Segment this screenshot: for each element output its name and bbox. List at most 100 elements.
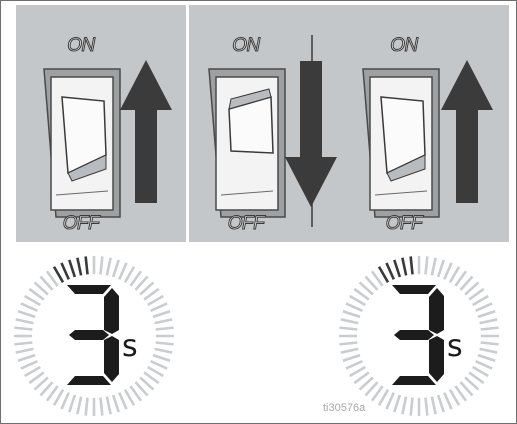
timer-tick: [125, 267, 134, 283]
timer-tick: [119, 263, 126, 279]
timer-tick: [476, 303, 492, 310]
image-code: ti30576a: [323, 402, 365, 414]
timer-tick: [339, 342, 357, 344]
timer-tick: [411, 398, 413, 416]
switch-panel-3: ON OFF: [345, 5, 509, 242]
timer-tick: [450, 267, 459, 283]
rocker-switch-2: [189, 5, 359, 242]
timer-tick: [151, 361, 167, 368]
timer-tick: [478, 311, 495, 317]
timer-unit: s: [122, 329, 138, 364]
timer-tick: [480, 349, 498, 353]
timer-tick: [379, 267, 388, 283]
timer-tick: [402, 258, 406, 276]
timer-tick: [14, 328, 32, 330]
timer-tick: [444, 263, 451, 279]
timer-tick: [151, 303, 167, 310]
timer-tick: [432, 258, 436, 276]
switch-on-label: ON: [379, 35, 429, 57]
timer-tick: [77, 258, 81, 276]
countdown-timer-2: s: [334, 253, 504, 419]
timer-tick: [155, 319, 173, 323]
timer-tick: [411, 256, 413, 274]
timer-tick: [100, 398, 102, 416]
timer-tick: [54, 390, 63, 406]
switch-on-label: ON: [56, 35, 106, 57]
timer-tick: [350, 296, 366, 305]
timer-tick: [54, 267, 63, 283]
timer-tick: [14, 342, 32, 344]
timer-tick: [346, 303, 362, 310]
timer-tick: [69, 395, 75, 412]
timer-tick: [339, 328, 357, 330]
timer-tick: [77, 397, 81, 415]
timer-tick: [153, 355, 170, 361]
timer-tick: [480, 319, 498, 323]
timer-tick: [148, 296, 164, 305]
timer-tick: [21, 361, 37, 368]
timer-tick: [156, 328, 174, 330]
timer-tick: [394, 260, 400, 277]
timer-tick: [155, 349, 173, 353]
timer-tick: [386, 393, 393, 409]
timer-tick: [21, 303, 37, 310]
timer-tick: [432, 397, 436, 415]
timer-tick: [25, 367, 41, 376]
countdown-timer-1: s: [9, 253, 179, 419]
arrow-down-icon: [285, 61, 337, 207]
timer-tick: [343, 355, 360, 361]
switch-off-label: OFF: [379, 213, 429, 235]
switch-on-label: ON: [221, 35, 271, 57]
timer-tick: [107, 397, 111, 415]
timer-tick: [341, 319, 359, 323]
timer-tick: [341, 349, 359, 353]
timer-tick: [113, 260, 119, 277]
seven-segment-digit: [59, 285, 119, 385]
switch-panel-2: ON OFF: [189, 5, 359, 242]
timer-tick: [86, 398, 88, 416]
timer-tick: [18, 311, 35, 317]
timer-tick: [438, 260, 444, 277]
timer-tick: [402, 397, 406, 415]
timer-tick: [386, 263, 393, 279]
timer-tick: [481, 342, 499, 344]
timer-tick: [473, 367, 489, 376]
timer-tick: [350, 367, 366, 376]
timer-tick: [113, 395, 119, 412]
timer-tick: [86, 256, 88, 274]
arrow-up-icon: [441, 60, 493, 203]
timer-tick: [346, 361, 362, 368]
seven-segment-digit: [384, 285, 444, 385]
timer-tick: [478, 355, 495, 361]
timer-tick: [125, 390, 134, 406]
timer-tick: [16, 319, 34, 323]
timer-tick: [69, 260, 75, 277]
timer-tick: [450, 390, 459, 406]
timer-tick: [107, 258, 111, 276]
timer-tick: [343, 311, 360, 317]
timer-tick: [153, 311, 170, 317]
timer-tick: [394, 395, 400, 412]
timer-unit: s: [447, 329, 463, 364]
timer-tick: [18, 355, 35, 361]
timer-tick: [379, 390, 388, 406]
timer-tick: [61, 263, 68, 279]
timer-tick: [148, 367, 164, 376]
switch-off-label: OFF: [56, 213, 106, 235]
timer-tick: [476, 361, 492, 368]
timer-tick: [119, 393, 126, 409]
timer-tick: [481, 328, 499, 330]
switch-off-label: OFF: [221, 213, 271, 235]
timer-tick: [425, 256, 427, 274]
timer-tick: [473, 296, 489, 305]
timer-tick: [425, 398, 427, 416]
timer-tick: [156, 342, 174, 344]
arrow-up-icon: [120, 60, 172, 203]
timer-tick: [438, 395, 444, 412]
timer-tick: [25, 296, 41, 305]
timer-tick: [100, 256, 102, 274]
timer-tick: [61, 393, 68, 409]
timer-tick: [16, 349, 34, 353]
switch-panel-1: ON OFF: [16, 5, 186, 242]
